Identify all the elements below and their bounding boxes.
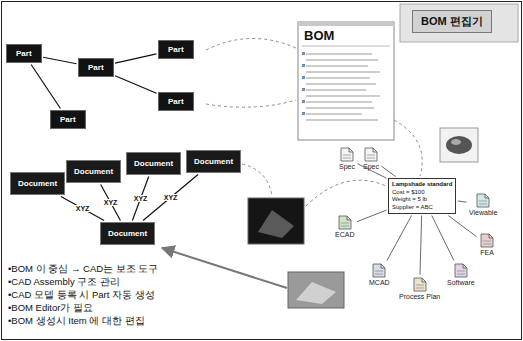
- note-line: •BOM 생성시 Item 에 대한 편집: [8, 315, 145, 328]
- file-icon: [371, 263, 387, 278]
- connector: [420, 216, 422, 275]
- document-box: Document: [100, 222, 155, 245]
- software-icon: Software: [446, 262, 476, 287]
- window-title: BOM: [304, 28, 334, 43]
- connector: [143, 175, 198, 221]
- node-text: Software: [447, 279, 475, 286]
- connector: [358, 164, 387, 178]
- node-text: Cost = $100: [392, 189, 452, 197]
- note-line: •CAD Assembly 구조 관리: [8, 276, 120, 289]
- ecad-icon: ECAD: [334, 214, 355, 239]
- file-icon: [337, 215, 353, 230]
- note-line: •BOM Editor가 필요: [8, 302, 93, 315]
- part-box: Part: [6, 44, 42, 63]
- file-icon: [479, 233, 495, 248]
- connector: [387, 216, 412, 261]
- node-text: Lampshade standard: [392, 181, 452, 189]
- document-box: Document: [126, 152, 181, 175]
- note-line: •BOM 이 중심 → CAD는 보조 도구: [8, 263, 158, 276]
- node-text: Spec: [339, 163, 355, 170]
- connector: [61, 197, 104, 221]
- node-text: Process Plan: [399, 293, 440, 300]
- editor-label: BOM 편집기: [412, 10, 492, 33]
- part-box: Part: [78, 58, 114, 77]
- connector: [115, 76, 156, 94]
- note-line: •CAD 모델 등록 시 Part 자동 생성: [8, 289, 155, 302]
- connector: [458, 201, 467, 202]
- document-box: Document: [10, 172, 65, 195]
- node-text: MCAD: [369, 279, 390, 286]
- node-text: Part: [88, 63, 104, 72]
- node-text: Document: [194, 157, 233, 166]
- node-text: Document: [108, 229, 147, 238]
- document-box: Document: [66, 160, 121, 183]
- node-text: Document: [74, 167, 113, 176]
- fea-icon: FEA: [478, 232, 496, 257]
- mcad-icon: MCAD: [368, 262, 391, 287]
- connector: [31, 65, 60, 109]
- node-text: Spec: [363, 163, 379, 170]
- file-icon: [475, 193, 491, 208]
- connector: [382, 166, 396, 176]
- node-text: Part: [168, 45, 184, 54]
- node-text: Part: [60, 115, 76, 124]
- document-box: Document: [186, 150, 241, 173]
- part-box: Part: [50, 110, 86, 129]
- connector: [448, 216, 476, 237]
- item-card: Lampshade standardCost = $100Weight = 5 …: [388, 178, 456, 214]
- part-box: Part: [158, 92, 194, 111]
- node-text: ECAD: [335, 231, 354, 238]
- node-text: Part: [16, 49, 32, 58]
- file-icon: [453, 263, 469, 278]
- edge-label: XYZ: [103, 199, 119, 206]
- connector: [43, 57, 76, 64]
- connector: [132, 177, 148, 221]
- bom-window: [298, 22, 394, 140]
- viewable-icon: Viewable: [468, 192, 498, 217]
- editor-panel: [400, 4, 518, 42]
- edge-label: XYZ: [75, 205, 91, 212]
- edge-label: XYZ: [163, 194, 179, 201]
- node-text: Supplier = ABC: [392, 204, 452, 212]
- node-text: Document: [134, 159, 173, 168]
- connector: [101, 185, 121, 221]
- pointer-arrow: [162, 248, 287, 288]
- node-text: Part: [168, 97, 184, 106]
- edge-label: XYZ: [133, 195, 149, 202]
- spec-icon: Spec: [362, 146, 380, 171]
- spec-icon: Spec: [338, 146, 356, 171]
- file-icon: [412, 277, 428, 292]
- node-text: Document: [18, 179, 57, 188]
- cad-screenshot: [248, 198, 304, 244]
- file-icon: [363, 147, 379, 162]
- node-text: BOM 편집기: [421, 14, 483, 29]
- model-screenshot: [288, 272, 344, 308]
- node-text: Weight = 5 lb: [392, 196, 452, 204]
- connector: [115, 54, 156, 63]
- node-text: FEA: [479, 249, 495, 256]
- node-text: Viewable: [469, 209, 497, 216]
- connector: [357, 210, 387, 222]
- process-plan-icon: Process Plan: [398, 276, 441, 301]
- model-thumbnail: [440, 128, 478, 162]
- part-box: Part: [158, 40, 194, 59]
- file-icon: [339, 147, 355, 162]
- connector: [432, 216, 454, 261]
